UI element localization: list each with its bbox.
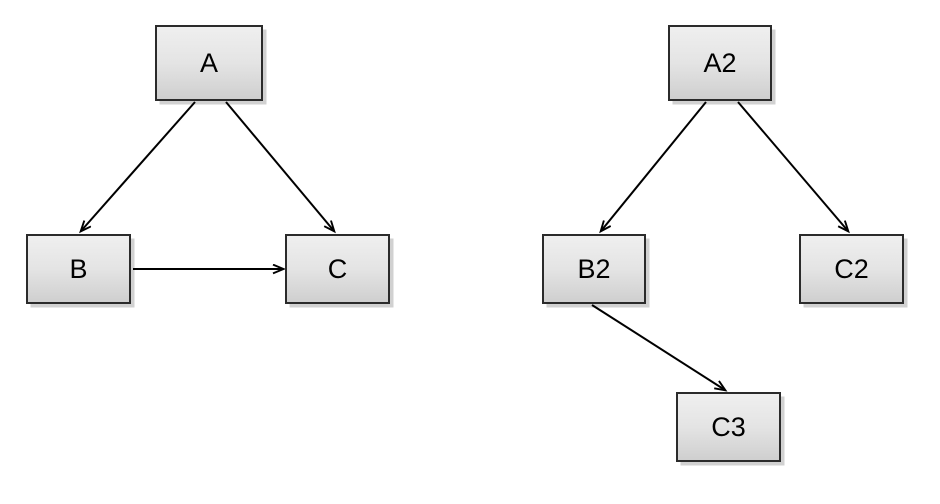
node-label-a: A bbox=[199, 47, 218, 78]
node-label-c: C bbox=[327, 253, 348, 284]
edge-a-to-b[interactable] bbox=[81, 101, 196, 231]
node-label-b2: B2 bbox=[577, 253, 611, 284]
edge-a-to-c[interactable] bbox=[225, 101, 334, 231]
node-a[interactable]: A bbox=[155, 25, 263, 101]
node-a2[interactable]: A2 bbox=[668, 25, 772, 101]
node-c2[interactable]: C2 bbox=[799, 234, 904, 304]
node-label-a2: A2 bbox=[703, 47, 737, 78]
node-c[interactable]: C bbox=[285, 234, 390, 304]
node-b[interactable]: B bbox=[26, 234, 131, 304]
node-c3[interactable]: C3 bbox=[676, 392, 781, 462]
edge-b2-to-c3[interactable] bbox=[591, 304, 725, 390]
node-label-c3: C3 bbox=[711, 411, 746, 442]
node-label-b: B bbox=[69, 253, 88, 284]
node-b2[interactable]: B2 bbox=[542, 234, 646, 304]
edge-a2-to-c2[interactable] bbox=[737, 101, 848, 231]
edge-a2-to-b2[interactable] bbox=[601, 101, 707, 231]
node-label-c2: C2 bbox=[834, 253, 869, 284]
